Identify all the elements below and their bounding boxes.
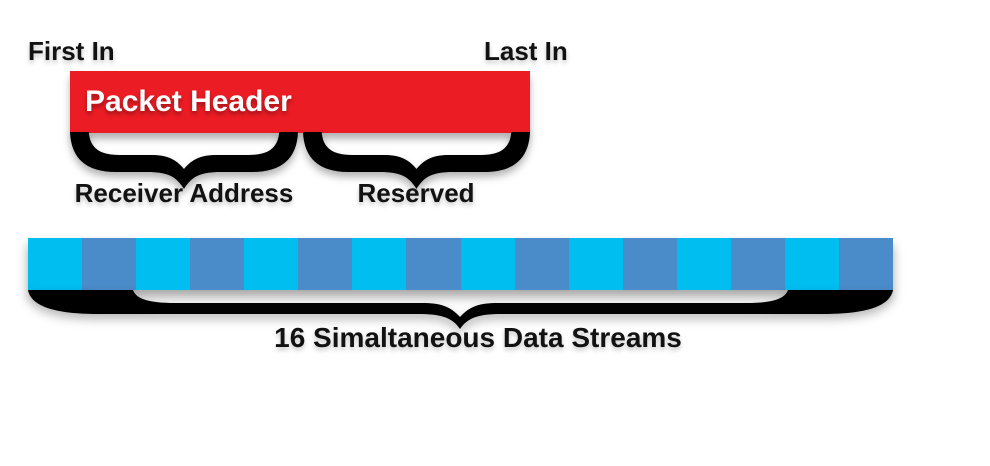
data-streams-label: 16 Simaltaneous Data Streams [274, 322, 682, 353]
stream-segment [190, 238, 245, 290]
last-in-label: Last In [484, 36, 568, 66]
stream-segment [568, 238, 623, 290]
stream-segment [406, 238, 461, 290]
data-streams-brace-icon [28, 290, 893, 329]
stream-segment [28, 238, 83, 290]
stream-segment [784, 238, 839, 290]
stream-segment [244, 238, 299, 290]
stream-segment [460, 238, 515, 290]
stream-segment [298, 238, 353, 290]
receiver-address-label: Receiver Address [74, 178, 294, 208]
stream-segment [136, 238, 191, 290]
stream-bar [28, 238, 893, 290]
reserved-brace-icon [303, 132, 530, 189]
stream-segment [82, 238, 137, 290]
reserved-label: Reserved [357, 178, 475, 208]
brace-path [70, 132, 298, 189]
receiver-address-brace-icon [70, 132, 298, 189]
stream-segment [730, 238, 785, 290]
stream-segment [838, 238, 893, 290]
stream-segment [514, 238, 569, 290]
first-in-label: First In [28, 36, 115, 66]
brace-path [28, 290, 893, 329]
packet-header-label: Packet Header [85, 85, 292, 118]
stream-segment [352, 238, 407, 290]
brace-path [303, 132, 530, 189]
stream-segment [676, 238, 731, 290]
stream-segment [622, 238, 677, 290]
packet-header-bar: Packet Header [70, 71, 530, 133]
